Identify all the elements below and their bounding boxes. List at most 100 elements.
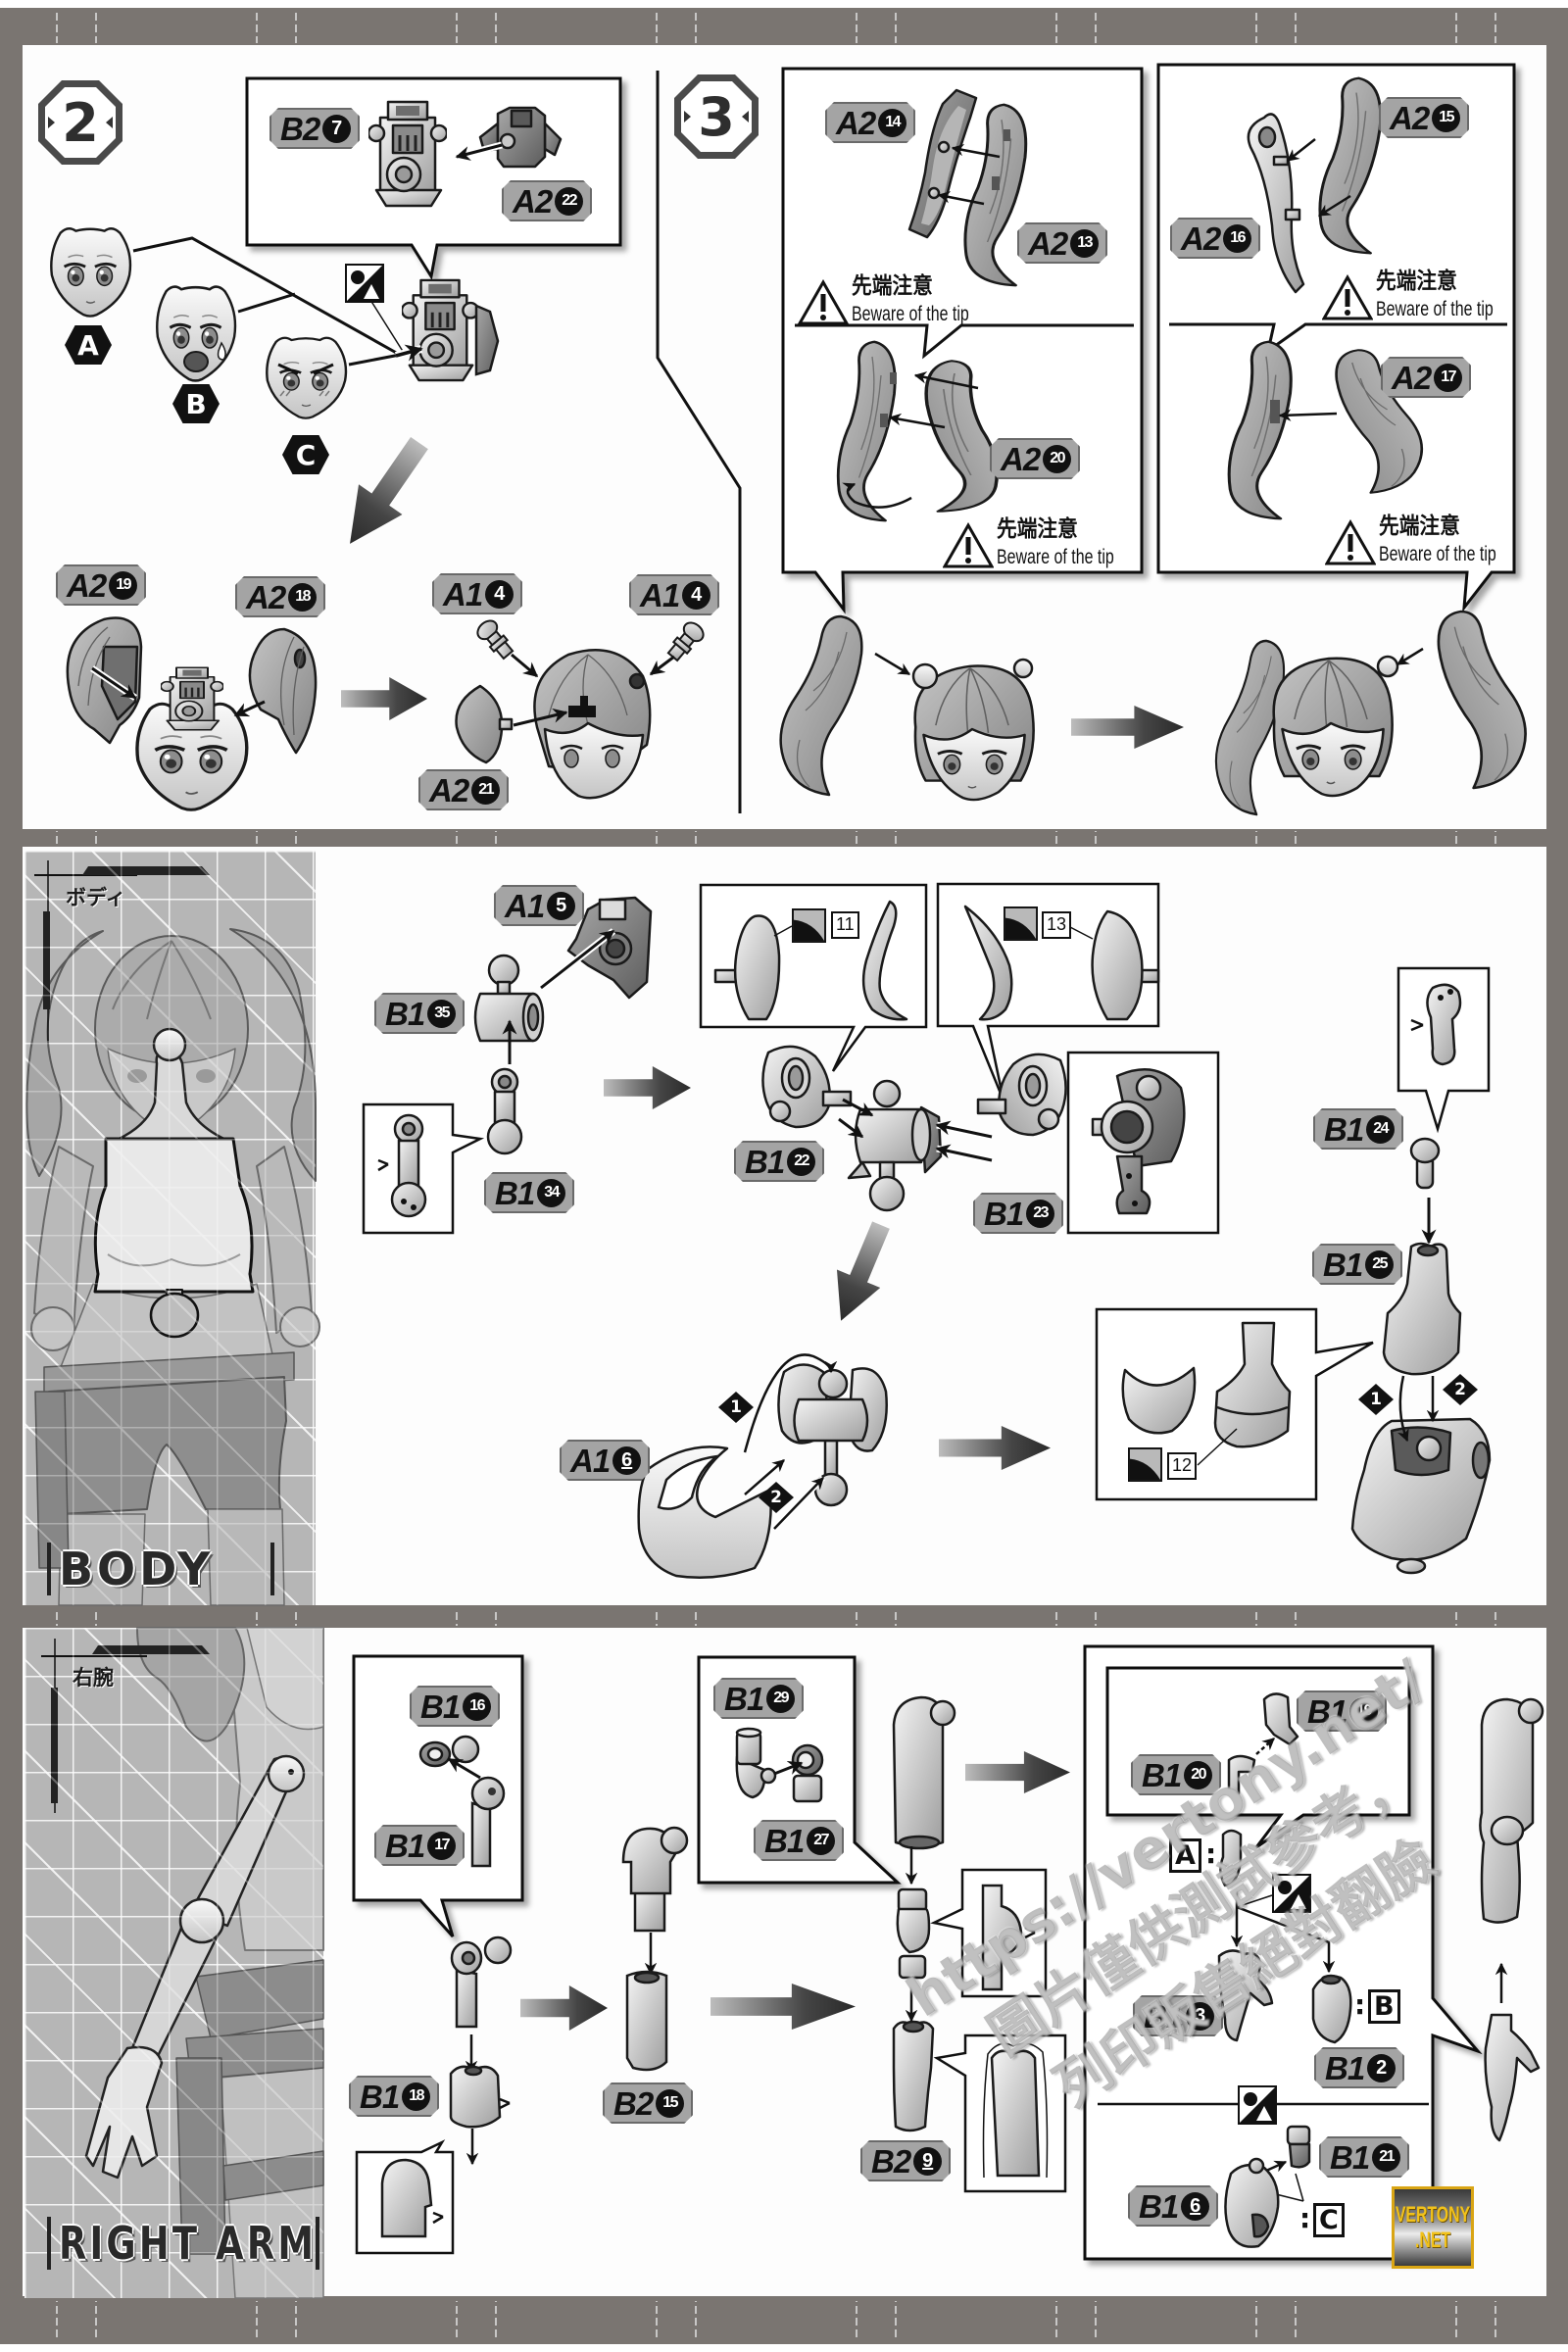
detail-box-forearm bbox=[933, 2034, 1067, 2193]
arrow-right bbox=[965, 1751, 1070, 1793]
runner-code: A2 bbox=[1028, 224, 1068, 262]
part-number: 20 bbox=[1184, 1761, 1212, 1789]
warning-en: Beware of the tip bbox=[852, 303, 969, 325]
part-number: 22 bbox=[555, 187, 583, 216]
chest-insert-arrows bbox=[1397, 1375, 1440, 1443]
peg-part-a1-4-right bbox=[666, 621, 705, 662]
warning-jp: 先端注意 bbox=[852, 273, 933, 299]
face-option-label-c: C bbox=[282, 435, 329, 474]
runner-code: B1 bbox=[745, 1143, 785, 1180]
octagon-badge-icon bbox=[674, 74, 759, 159]
neck-peg-part-b1-24 bbox=[1409, 1137, 1441, 1190]
elbow-joint-assembled bbox=[450, 1936, 513, 2029]
runner-code: B1 bbox=[385, 995, 425, 1032]
part-number: 15 bbox=[1432, 104, 1460, 132]
warning-tip-1: 先端注意 Beware of the tip bbox=[798, 267, 1006, 326]
shoulder-insert-arrows bbox=[838, 1098, 993, 1164]
head-with-buns bbox=[911, 658, 1036, 802]
upper-torso-assembly bbox=[777, 1363, 888, 1507]
warning-en: Beware of the tip bbox=[997, 546, 1114, 568]
part-number: 27 bbox=[807, 1827, 835, 1855]
arrow-down bbox=[818, 1215, 904, 1331]
arrow-right bbox=[520, 1985, 608, 2031]
detail-box-b1-24 bbox=[1396, 966, 1491, 1134]
option-select-icon bbox=[1272, 1874, 1311, 1913]
shoulder-joint-part-b1-35 bbox=[473, 954, 545, 1043]
section-title-jp: ボディ bbox=[66, 886, 126, 909]
chest-part-b1-25 bbox=[1382, 1242, 1462, 1376]
head-with-one-ponytail bbox=[1214, 639, 1399, 816]
part-number: 14 bbox=[878, 109, 906, 137]
runner-code: B1 bbox=[1142, 1756, 1182, 1793]
section-title-right-arm: RIGHT ARM bbox=[47, 2217, 319, 2270]
part-number: 18 bbox=[288, 583, 317, 612]
step-3-badge: 3 bbox=[672, 73, 760, 161]
arm-sidebar-decoration bbox=[41, 1639, 210, 1813]
runner-code: A2 bbox=[1181, 220, 1221, 257]
right-arm-assembled bbox=[1479, 1697, 1544, 2142]
part-number: 35 bbox=[427, 1000, 456, 1028]
option-select-icon bbox=[345, 264, 384, 303]
runner-code: B1 bbox=[764, 1822, 805, 1859]
sticker-icon bbox=[792, 908, 826, 943]
option-separator: : bbox=[1354, 1988, 1366, 2021]
part-number: 7 bbox=[322, 115, 351, 143]
ponytail-left-assembled bbox=[779, 614, 863, 797]
option-separator: : bbox=[1299, 2202, 1311, 2234]
runner-code: A2 bbox=[513, 182, 553, 220]
section-title-jp: 右腕 bbox=[73, 1666, 114, 1690]
runner-code: B1 bbox=[420, 1688, 461, 1725]
part-number: 6 bbox=[612, 1446, 641, 1475]
hand-option-c: C bbox=[1313, 2203, 1345, 2237]
warning-triangle-icon bbox=[798, 279, 849, 325]
hand-parts bbox=[1217, 1949, 1352, 2248]
crop-top-part-a1-6 bbox=[637, 1446, 772, 1580]
sticker-number-11: 11 bbox=[831, 911, 859, 939]
warning-triangle-icon bbox=[1325, 519, 1376, 565]
face-with-neck-frame bbox=[137, 666, 247, 809]
part-number: 21 bbox=[1372, 2143, 1400, 2172]
runner-code: A2 bbox=[1001, 440, 1041, 477]
part-number: 15 bbox=[656, 2089, 684, 2118]
peg-insert-arrows bbox=[511, 653, 675, 727]
arm-sidebar-figure bbox=[84, 1627, 324, 2299]
part-number: 17 bbox=[1434, 364, 1462, 392]
shoulder-part-b1-22 bbox=[761, 1045, 853, 1129]
sticker-icon bbox=[1128, 1447, 1162, 1482]
arrow-right bbox=[341, 677, 427, 720]
warning-en: Beware of the tip bbox=[1376, 298, 1494, 320]
section-title-body: BODY bbox=[47, 1543, 274, 1595]
hair-part-a2-20-pair bbox=[836, 340, 999, 522]
torso-core-part bbox=[847, 1079, 943, 1212]
head-assembled-step2 bbox=[533, 649, 652, 800]
face-part-b bbox=[155, 285, 237, 382]
runner-code: A2 bbox=[67, 566, 107, 604]
part-number: 19 bbox=[109, 571, 137, 600]
arm-arrows-1 bbox=[465, 1933, 658, 2166]
arrow-right bbox=[939, 1426, 1051, 1470]
runner-code: B1 bbox=[1144, 1997, 1184, 2034]
shoulder-part-assembled bbox=[621, 1826, 689, 1933]
torso-part-assembled bbox=[1350, 1417, 1492, 1575]
part-number: 13 bbox=[1070, 229, 1099, 258]
runner-code: B1 bbox=[1330, 2138, 1370, 2176]
